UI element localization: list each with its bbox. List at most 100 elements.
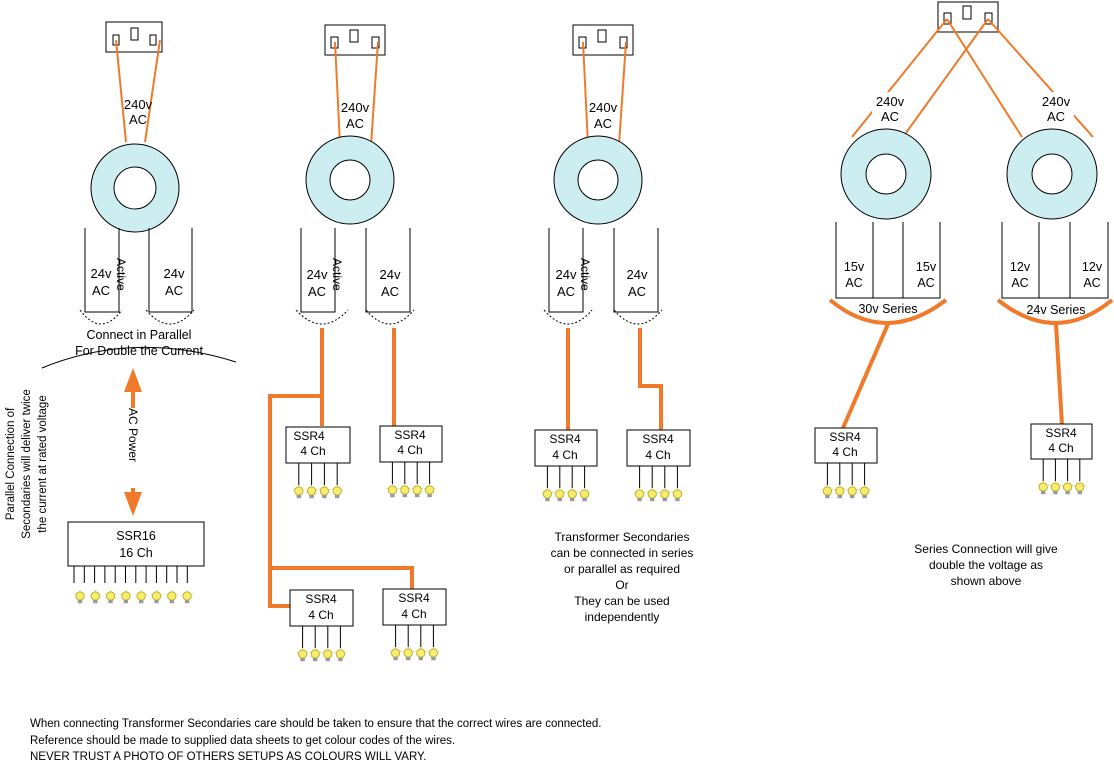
bulb-icon [89, 590, 102, 604]
ssr-channels: 16 Ch [119, 546, 152, 560]
primary-wire [144, 39, 161, 143]
series-label: 24v Series [1026, 303, 1085, 317]
bulb-icon [305, 485, 318, 499]
note-line: independently [585, 610, 660, 624]
bulb-icon [135, 590, 148, 604]
terminal-arc [365, 309, 415, 325]
primary-ac: AC [1047, 109, 1065, 124]
bulb-icon [292, 485, 305, 499]
secondary-winding [148, 228, 193, 313]
side-note: Parallel Connection of Secondaries will … [5, 389, 49, 539]
secondary-winding [84, 228, 120, 313]
ssr16-module: SSR16 16 Ch [67, 521, 205, 604]
bulb-icon [321, 648, 334, 662]
parallel-arc [41, 346, 237, 369]
ssr4-module-a: SSR4 4 Ch [814, 427, 878, 499]
bulb-icon [423, 484, 436, 498]
toroid-transformer-icon [553, 135, 643, 225]
note-line: double the voltage as [929, 558, 1043, 572]
column-3-independent: 240v AC 24v AC 24v AC Active SSR4 4 Ch S… [534, 24, 694, 624]
primary-voltage: 240v [1042, 94, 1071, 109]
note-line: shown above [951, 574, 1022, 588]
ac-socket-icon [572, 24, 634, 56]
bulb-icon [1037, 481, 1050, 495]
column-4-series: 240v AC 240v AC 15v AC 15v AC 30v Series… [814, 1, 1114, 588]
ssr-channels: 4 Ch [308, 608, 333, 622]
bulb-icon [411, 484, 424, 498]
secondary-voltage: 24v [627, 267, 648, 282]
ssr-name: SSR4 [398, 591, 430, 605]
bulb-icon [1073, 481, 1086, 495]
ssr-name: SSR4 [394, 428, 426, 442]
secondary-ac: AC [557, 284, 575, 299]
ac-power-label: AC Power [126, 408, 140, 462]
footer-line: When connecting Transformer Secondaries … [30, 718, 601, 730]
note-line: or parallel as required [564, 562, 680, 576]
ssr-channels: 4 Ch [1048, 441, 1073, 455]
bulb-icon [389, 647, 402, 661]
primary-ac: AC [129, 112, 147, 127]
toroid-transformer-icon [840, 128, 932, 220]
ssr-channels: 4 Ch [300, 444, 325, 458]
bulb-icon [1061, 481, 1074, 495]
bulb-icon [414, 647, 427, 661]
note-line: Transformer Secondaries [555, 530, 690, 544]
ssr-channels: 4 Ch [397, 443, 422, 457]
footer-line: NEVER TRUST A PHOTO OF OTHERS SETUPS AS … [30, 751, 426, 763]
note-line: They can be used [574, 594, 669, 608]
bulb-icon [398, 484, 411, 498]
bulb-icon [578, 488, 591, 502]
bulb-icon [858, 485, 871, 499]
ssr-name: SSR16 [116, 529, 156, 543]
secondary-voltage: 15v [844, 260, 865, 274]
secondary-voltage: 24v [91, 266, 112, 281]
secondary-voltage: 12v [1010, 260, 1031, 274]
side-note-line: Secondaries will deliver twice [21, 389, 33, 539]
bulb-icon [334, 648, 347, 662]
secondary-ac: AC [92, 283, 110, 298]
ac-socket-icon [324, 24, 386, 56]
secondary-winding [548, 228, 584, 313]
bulb-icon [821, 485, 834, 499]
terminal-arc [543, 309, 593, 325]
bulb-icon [846, 485, 859, 499]
bulb-icon [553, 488, 566, 502]
bulb-icon [833, 485, 846, 499]
secondary-ac: AC [165, 283, 183, 298]
bulb-icon [386, 484, 399, 498]
ssr4-module-a: SSR4 4 Ch [285, 426, 351, 499]
series-arc [996, 298, 1114, 325]
bulb-icon [427, 647, 440, 661]
series-wire [1054, 323, 1064, 426]
bulb-icon [309, 648, 322, 662]
note-line: can be connected in series [551, 546, 694, 560]
note-line: Or [615, 578, 628, 592]
ssr-name: SSR4 [829, 430, 861, 444]
independent-wires [566, 328, 663, 430]
series-arc [828, 298, 948, 325]
bulb-icon [671, 488, 684, 502]
secondary-ac: AC [1083, 276, 1100, 290]
ssr-name: SSR4 [1045, 426, 1077, 440]
terminal-arc [79, 309, 123, 325]
secondary-ac: AC [917, 276, 934, 290]
bulb-icon [296, 648, 309, 662]
toroid-transformer-icon [90, 143, 180, 233]
primary-ac: AC [881, 109, 899, 124]
ac-socket-icon [105, 21, 163, 53]
primary-voltage: 240v [589, 100, 618, 115]
bulb-icon [566, 488, 579, 502]
secondary-voltage: 24v [556, 267, 577, 282]
active-label: Active [578, 258, 592, 291]
ssr4-module-a: SSR4 4 Ch [534, 429, 598, 502]
secondary-winding [365, 228, 411, 313]
column-4-note: Series Connection will give double the v… [914, 542, 1058, 588]
secondary-winding [613, 228, 659, 313]
bulb-icon [104, 590, 117, 604]
bulb-icon [181, 590, 194, 604]
secondary-ac: AC [1011, 276, 1028, 290]
column-3-note: Transformer Secondaries can be connected… [551, 530, 694, 624]
ssr-channels: 4 Ch [832, 445, 857, 459]
series-label: 30v Series [858, 302, 917, 316]
toroid-transformer-icon [1006, 128, 1098, 220]
